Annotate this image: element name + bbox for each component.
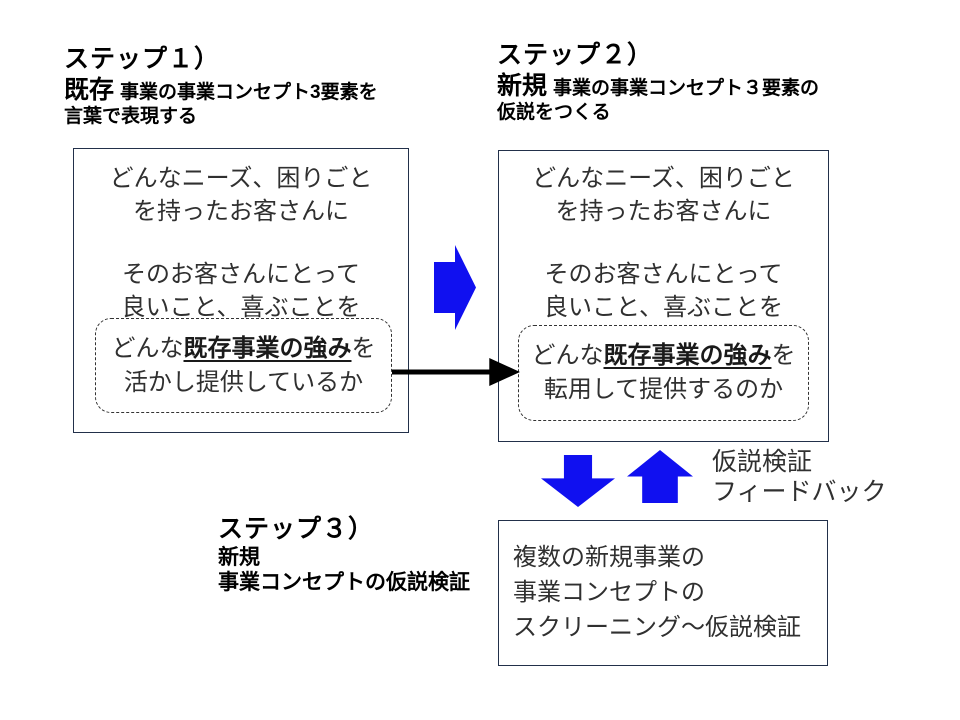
new-line4: 良いこと、喜ぶことを — [543, 295, 784, 321]
step2-desc2: 仮説をつくる — [497, 102, 611, 123]
existing-business-text: どんなニーズ、困りごと を持ったお客さんに そのお客さんにとって 良いこと、喜ぶ… — [74, 149, 408, 325]
existing-line1: どんなニーズ、困りごと — [109, 166, 373, 192]
right-block-arrow-icon — [434, 245, 476, 330]
step2-heading: ステップ２） 新規事業の事業コンセプト３要素の 仮説をつくる — [497, 40, 819, 124]
strength-keyword: 既存事業の強み — [183, 334, 352, 362]
new-strength-dashed-box: どんな既存事業の強みを 転用して提供するのか — [518, 325, 809, 421]
step2-keyword: 新規 — [497, 71, 548, 100]
strength-suffix: を — [771, 343, 796, 369]
strength-keyword: 既存事業の強み — [603, 342, 772, 369]
step1-keyword: 既存 — [64, 75, 115, 104]
step2-desc: 事業の事業コンセプト３要素の — [553, 77, 820, 99]
feedback-label: 仮説検証 フィードバック — [712, 448, 887, 508]
step3-title: ステップ３） — [218, 515, 375, 543]
step1-desc: 事業の事業コンセプト3要素を — [120, 81, 378, 103]
existing-strength-line1: どんな既存事業の強みを — [96, 332, 391, 366]
existing-line3: そのお客さんにとって — [121, 262, 361, 288]
validation-box: 複数の新規事業の 事業コンセプトの スクリーニング～仮説検証 — [498, 520, 828, 666]
new-line3: そのお客さんにとって — [544, 262, 783, 288]
step3-keyword: 新規 — [218, 545, 260, 569]
new-line2: を持ったお客さんに — [555, 199, 772, 225]
new-line1: どんなニーズ、困りごと — [532, 166, 795, 192]
validation-line3: スクリーニング～仮説検証 — [513, 614, 801, 641]
feedback-line2: フィードバック — [712, 479, 887, 506]
existing-strength-line2: 活かし提供しているか — [123, 369, 364, 396]
existing-business-box: どんなニーズ、困りごと を持ったお客さんに そのお客さんにとって 良いこと、喜ぶ… — [73, 148, 409, 433]
step2-title: ステップ２） — [497, 41, 654, 69]
step1-heading: ステップ１） 既存事業の事業コンセプト3要素を 言葉で表現する — [64, 44, 378, 128]
up-block-arrow-icon — [627, 450, 693, 503]
strength-prefix: どんな — [531, 343, 604, 369]
strength-suffix: を — [351, 335, 376, 362]
validation-line2: 事業コンセプトの — [513, 579, 705, 606]
step3-desc: 事業コンセプトの仮説検証 — [218, 571, 470, 595]
new-business-text: どんなニーズ、困りごと を持ったお客さんに そのお客さんにとって 良いこと、喜ぶ… — [499, 151, 828, 325]
existing-line4: 良いこと、喜ぶことを — [121, 295, 361, 321]
validation-line1: 複数の新規事業の — [513, 544, 705, 571]
existing-line2: を持ったお客さんに — [133, 199, 349, 225]
strength-prefix: どんな — [111, 335, 184, 362]
spacer — [74, 229, 408, 259]
feedback-line1: 仮説検証 — [712, 449, 813, 476]
step1-desc2: 言葉で表現する — [64, 106, 198, 127]
new-business-box: どんなニーズ、困りごと を持ったお客さんに そのお客さんにとって 良いこと、喜ぶ… — [498, 150, 829, 442]
new-strength-line2: 転用して提供するのか — [543, 377, 784, 403]
new-strength-line1: どんな既存事業の強みを — [519, 339, 808, 373]
spacer — [499, 229, 828, 259]
step1-title: ステップ１） — [64, 45, 221, 73]
validation-text: 複数の新規事業の 事業コンセプトの スクリーニング～仮説検証 — [499, 541, 801, 646]
step3-heading: ステップ３） 新規 事業コンセプトの仮説検証 — [218, 514, 470, 596]
existing-strength-dashed-box: どんな既存事業の強みを 活かし提供しているか — [95, 318, 392, 413]
down-block-arrow-icon — [541, 455, 615, 507]
